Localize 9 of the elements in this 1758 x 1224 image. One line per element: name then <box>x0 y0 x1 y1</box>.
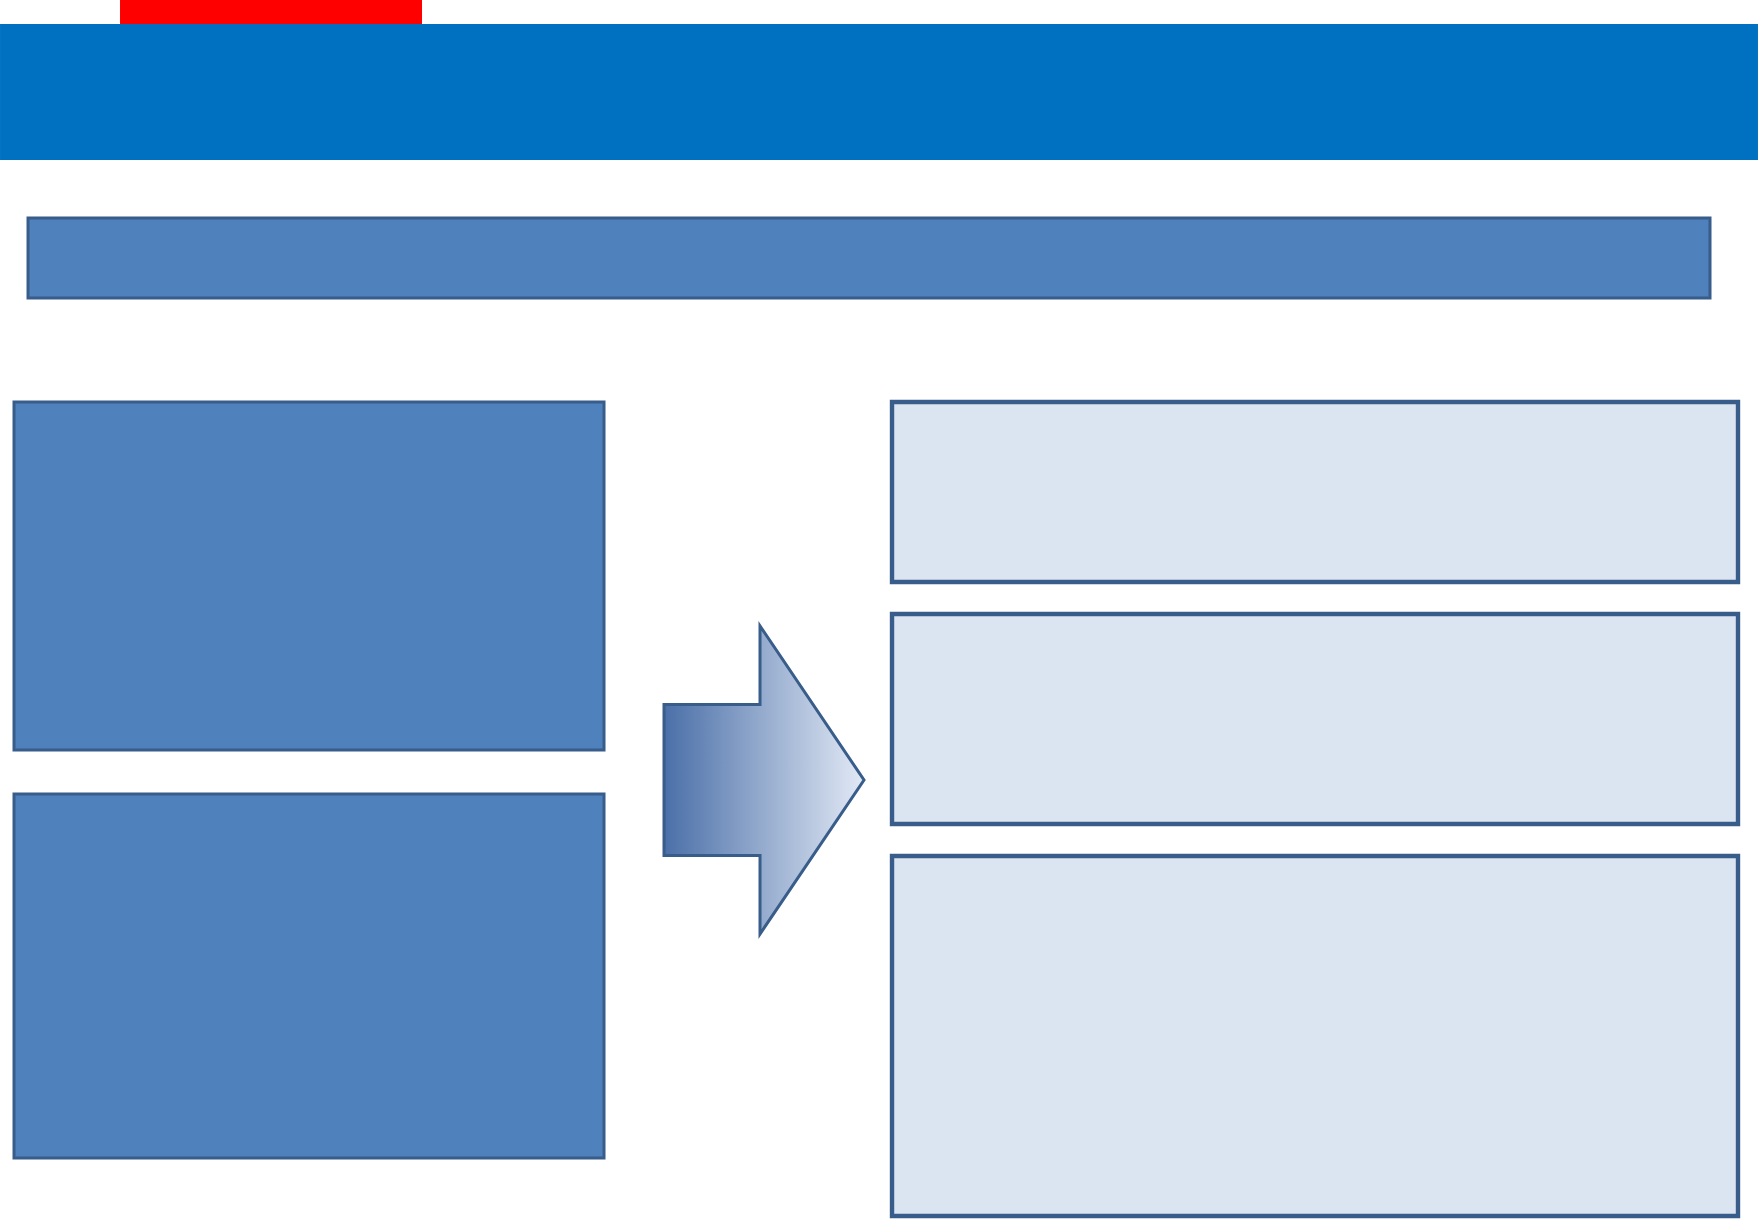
title-band <box>0 24 1758 160</box>
banner-box <box>26 216 1712 300</box>
content-box <box>889 611 1741 827</box>
content-box <box>12 400 606 752</box>
content-box <box>889 853 1741 1219</box>
content-box <box>12 792 606 1160</box>
content-box <box>889 399 1741 585</box>
block-arrow <box>662 621 866 939</box>
accent-tab <box>120 0 422 24</box>
